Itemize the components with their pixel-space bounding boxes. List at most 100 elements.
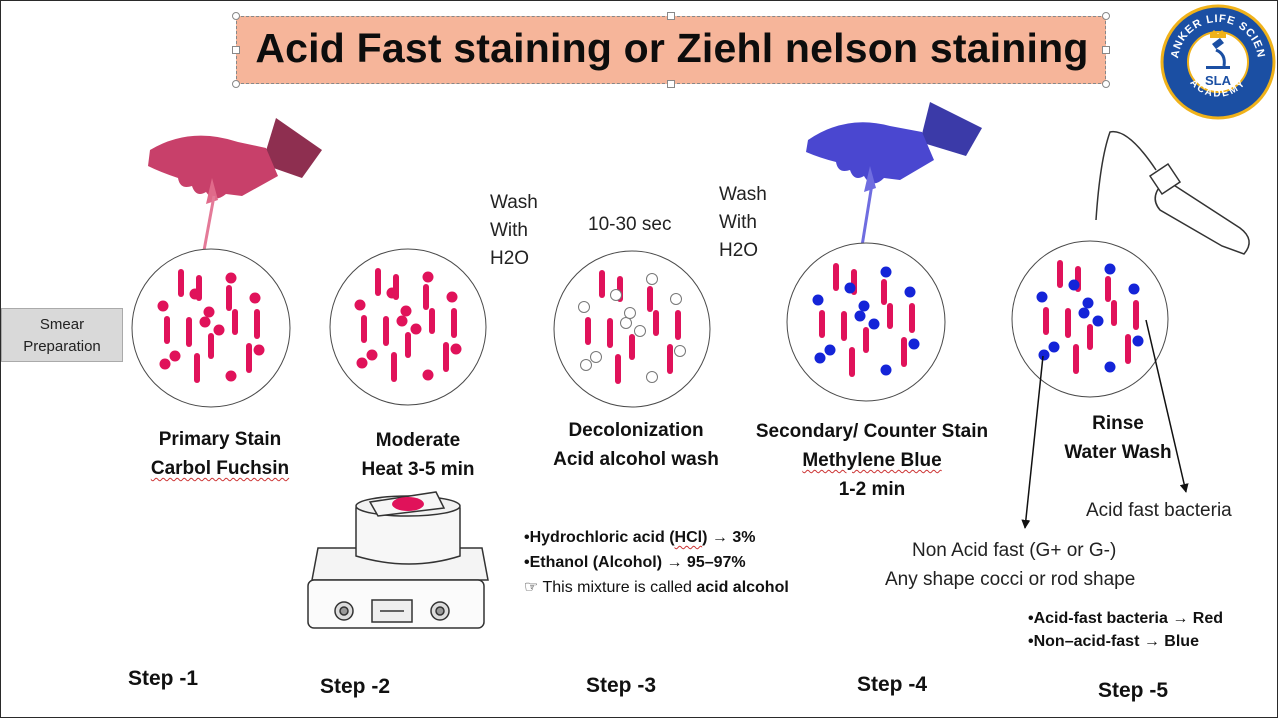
rod-bacterium bbox=[164, 316, 170, 344]
step-number-1: Step -1 bbox=[128, 667, 199, 690]
acid-fast-label: Acid fast bacteria bbox=[1086, 500, 1232, 521]
rod-bacterium bbox=[615, 354, 621, 384]
coccus-bacterium bbox=[1036, 291, 1048, 303]
non-acid-fast-label: Non Acid fast (G+ or G-) bbox=[912, 540, 1117, 561]
coccus-bacterium bbox=[199, 316, 211, 328]
smear-label-line1: Smear bbox=[39, 316, 85, 333]
rod-bacterium bbox=[647, 286, 653, 312]
resize-handle[interactable] bbox=[667, 80, 675, 88]
rod-bacterium bbox=[186, 317, 192, 347]
coccus-bacterium bbox=[634, 325, 646, 337]
coccus-bacterium bbox=[1104, 361, 1116, 373]
smear-label-line2: Preparation bbox=[23, 338, 101, 355]
coccus-bacterium bbox=[646, 273, 658, 285]
coccus-bacterium bbox=[1068, 279, 1080, 291]
rod-bacterium bbox=[909, 303, 915, 333]
coccus-bacterium bbox=[580, 359, 592, 371]
rod-bacterium bbox=[208, 333, 214, 359]
rod-bacterium bbox=[178, 269, 184, 297]
rod-bacterium bbox=[1133, 300, 1139, 330]
coccus-bacterium bbox=[1082, 297, 1094, 309]
coccus-bacterium bbox=[450, 343, 462, 355]
coccus-bacterium bbox=[1132, 335, 1144, 347]
rod-bacterium bbox=[841, 311, 847, 341]
slide-circle-step3 bbox=[553, 250, 711, 408]
resize-handle[interactable] bbox=[1102, 46, 1110, 54]
rod-bacterium bbox=[599, 270, 605, 298]
rod-bacterium bbox=[1065, 308, 1071, 338]
coccus-bacterium bbox=[225, 272, 237, 284]
slide-circle-step5 bbox=[1011, 240, 1169, 398]
resize-handle[interactable] bbox=[232, 80, 240, 88]
coccus-bacterium bbox=[225, 370, 237, 382]
rod-bacterium bbox=[849, 347, 855, 377]
rod-bacterium bbox=[405, 332, 411, 358]
coccus-bacterium bbox=[908, 338, 920, 350]
result-summary: •Acid-fast bacteria → Red •Non–acid-fast… bbox=[1028, 610, 1223, 650]
rod-bacterium bbox=[1073, 344, 1079, 374]
coccus-bacterium bbox=[446, 291, 458, 303]
coccus-bacterium bbox=[1128, 283, 1140, 295]
rod-bacterium bbox=[887, 303, 893, 329]
coccus-bacterium bbox=[620, 317, 632, 329]
rod-bacterium bbox=[1087, 324, 1093, 350]
coccus-bacterium bbox=[624, 307, 636, 319]
arrow-acid-fast bbox=[1145, 319, 1189, 493]
rod-bacterium bbox=[1057, 260, 1063, 288]
wash-bottle-icon bbox=[1095, 130, 1250, 255]
coccus-bacterium bbox=[203, 306, 215, 318]
coccus-bacterium bbox=[1048, 341, 1060, 353]
step-number-5: Step -5 bbox=[1098, 679, 1169, 702]
gloved-hand-dropper-icon bbox=[148, 118, 322, 257]
coccus-bacterium bbox=[590, 351, 602, 363]
rod-bacterium bbox=[375, 268, 381, 296]
rod-bacterium bbox=[1111, 300, 1117, 326]
coccus-bacterium bbox=[400, 305, 412, 317]
decolorize-time: 10-30 sec bbox=[588, 214, 672, 235]
hot-plate-icon bbox=[307, 491, 489, 629]
coccus-bacterium bbox=[249, 292, 261, 304]
coccus-bacterium bbox=[812, 294, 824, 306]
resize-handle[interactable] bbox=[667, 12, 675, 20]
acid-alcohol-notes: •Hydrochloric acid (HCl) → 3% •Ethanol (… bbox=[524, 529, 789, 596]
resize-handle[interactable] bbox=[232, 12, 240, 20]
coccus-bacterium bbox=[824, 344, 836, 356]
coccus-bacterium bbox=[1078, 307, 1090, 319]
resize-handle[interactable] bbox=[232, 46, 240, 54]
rod-bacterium bbox=[1105, 276, 1111, 302]
rod-bacterium bbox=[863, 327, 869, 353]
step2-label: Moderate Heat 3-5 min bbox=[361, 430, 475, 480]
resize-handle[interactable] bbox=[1102, 80, 1110, 88]
step1-label: Primary Stain Carbol Fuchsin bbox=[150, 429, 290, 479]
rod-bacterium bbox=[585, 317, 591, 345]
step-number-3: Step -3 bbox=[586, 674, 657, 697]
coccus-bacterium bbox=[253, 344, 265, 356]
coccus-bacterium bbox=[670, 293, 682, 305]
coccus-bacterium bbox=[880, 364, 892, 376]
step-number-4: Step -4 bbox=[857, 673, 928, 696]
logo-abbr: SLA bbox=[1205, 73, 1232, 88]
step5-label: Rinse Water Wash bbox=[1064, 413, 1172, 463]
resize-handle[interactable] bbox=[1102, 12, 1110, 20]
rod-bacterium bbox=[361, 315, 367, 343]
non-acid-fast-shape: Any shape cocci or rod shape bbox=[885, 569, 1136, 590]
rod-bacterium bbox=[901, 337, 907, 367]
rod-bacterium bbox=[391, 352, 397, 382]
academy-logo: SHANKER LIFE SCIENCE ACADEMY SLA bbox=[1156, 0, 1276, 120]
rod-bacterium bbox=[675, 310, 681, 340]
coccus-bacterium bbox=[159, 358, 171, 370]
rod-bacterium bbox=[226, 285, 232, 311]
coccus-bacterium bbox=[814, 352, 826, 364]
rod-bacterium bbox=[194, 353, 200, 383]
rod-bacterium bbox=[254, 309, 260, 339]
step4-label: Secondary/ Counter Stain Methylene Blue … bbox=[755, 421, 989, 500]
rod-bacterium bbox=[1043, 307, 1049, 335]
coccus-bacterium bbox=[189, 288, 201, 300]
coccus-bacterium bbox=[366, 349, 378, 361]
page-title: Acid Fast staining or Ziehl nelson stain… bbox=[255, 25, 1089, 71]
rod-bacterium bbox=[881, 279, 887, 305]
coccus-bacterium bbox=[356, 357, 368, 369]
